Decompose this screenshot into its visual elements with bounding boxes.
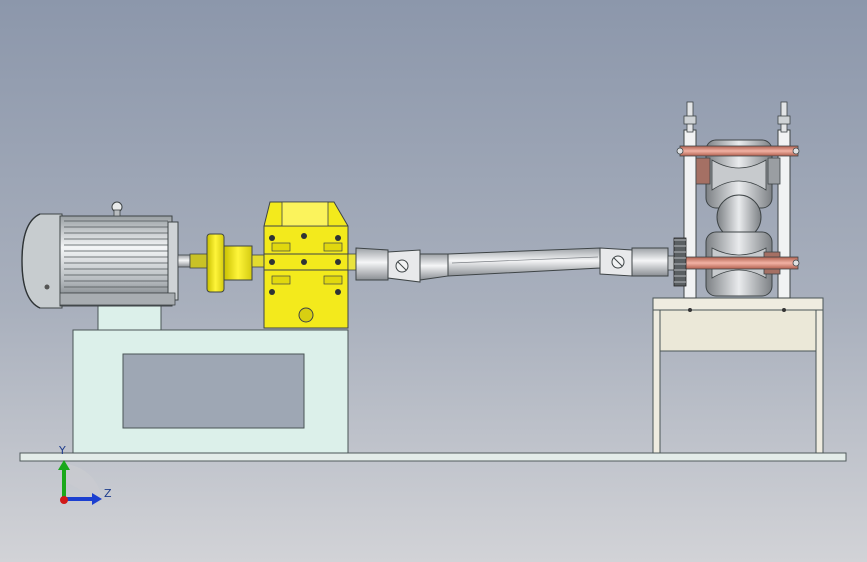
coupling[interactable] (189, 233, 267, 293)
gearbox[interactable] (263, 201, 357, 329)
roller-stand-table[interactable] (652, 297, 824, 454)
origin-icon (60, 496, 68, 504)
y-axis-arrow-icon (58, 460, 70, 470)
adjusting-screw-left-icon (683, 101, 697, 133)
coordinate-triad[interactable]: Y Z (58, 444, 112, 505)
y-axis-label: Y (58, 444, 66, 457)
adjusting-screw-right-icon (777, 101, 791, 133)
base-plate[interactable] (19, 452, 847, 462)
z-axis-arrow-icon (92, 493, 102, 505)
drive-gear-icon (673, 237, 687, 287)
universal-joint-shaft[interactable] (355, 247, 679, 283)
motor[interactable] (21, 201, 191, 309)
roller-stand[interactable] (673, 101, 800, 299)
z-axis-label: Z (104, 487, 112, 500)
lifting-eye-icon (111, 201, 123, 217)
